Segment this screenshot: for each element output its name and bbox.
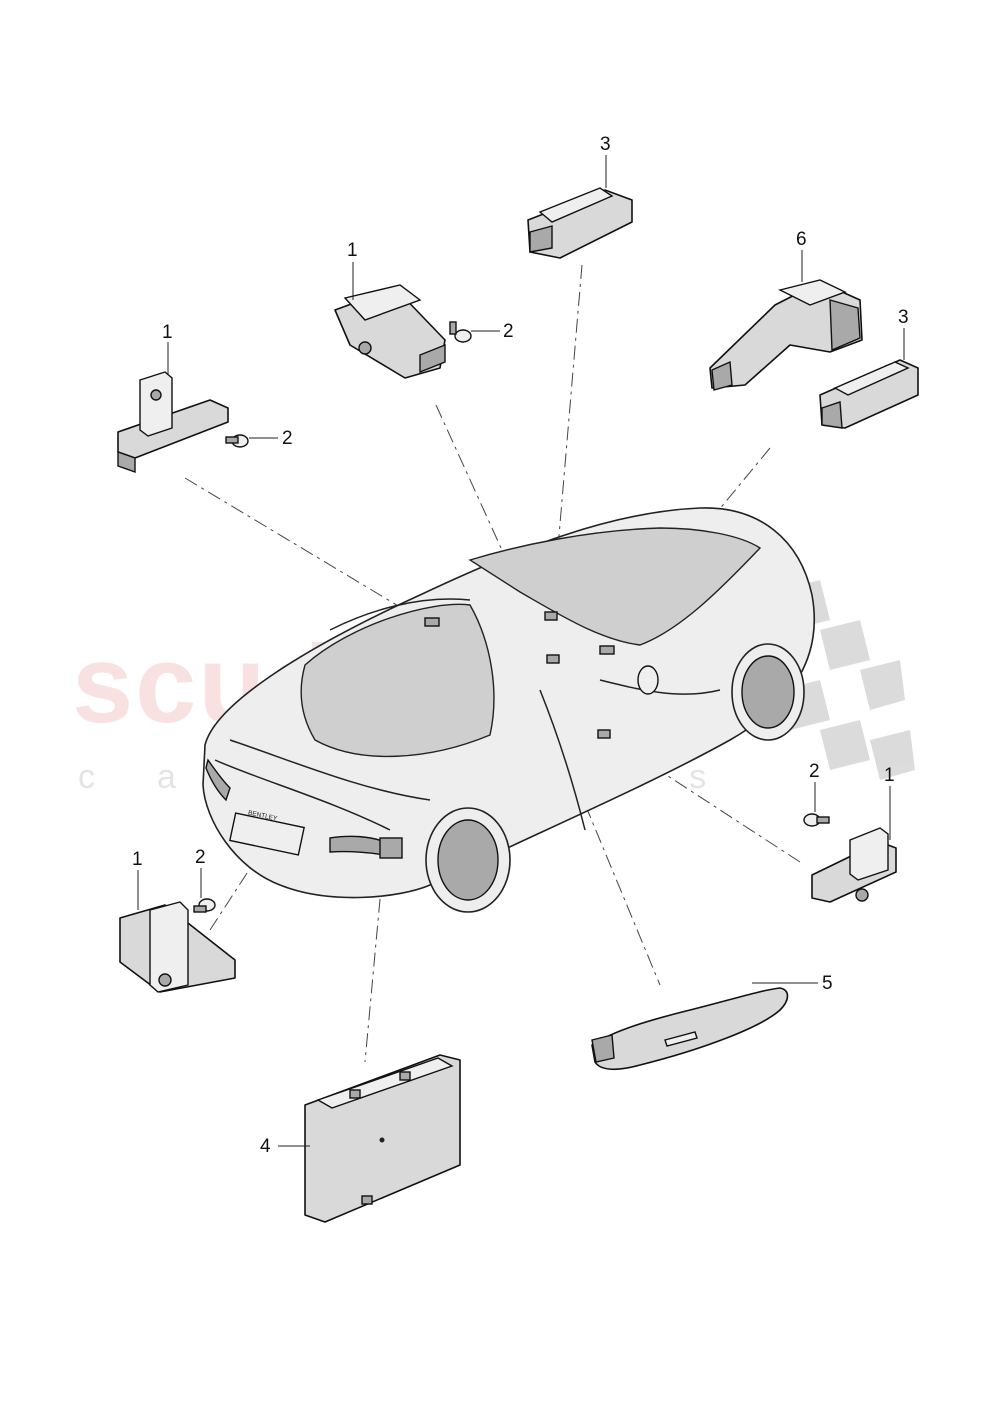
car-plate — [229, 812, 305, 856]
part-screw-top — [449, 321, 472, 343]
callout-2-left: 2 — [282, 428, 293, 449]
car-windshield — [468, 527, 762, 646]
part-screw-bottom-left — [193, 898, 216, 913]
part-bracket-large — [709, 279, 863, 391]
callout-3-top: 3 — [600, 134, 611, 155]
callout-leaders — [137, 155, 905, 1147]
callout-6-right: 6 — [796, 229, 807, 250]
car-sensor-dash — [599, 645, 615, 655]
part-antenna-bottom-left — [119, 901, 236, 993]
car-sensor-rear-bumper — [379, 837, 403, 859]
callout-2-right-mid: 2 — [809, 761, 820, 782]
car-sensor-roof-front — [544, 611, 558, 621]
part-antenna-left — [117, 371, 229, 473]
car-convertible: BENTLEY — [202, 507, 816, 913]
part-antenna-right — [819, 359, 919, 429]
callout-1-top: 1 — [347, 240, 358, 261]
part-antenna-top — [334, 284, 446, 379]
callout-1-left: 1 — [162, 322, 173, 343]
part-screw-left — [225, 434, 249, 448]
part-antenna-bracket-top — [527, 187, 633, 259]
callouts: 1 2 1 2 3 6 3 2 1 1 2 5 4 — [132, 134, 909, 1157]
part-control-module — [304, 1054, 461, 1223]
car-rear-light — [329, 835, 386, 856]
car-sensor-centre — [546, 654, 560, 664]
callout-1-right-mid: 1 — [884, 765, 895, 786]
callout-3-right: 3 — [898, 307, 909, 328]
car-mirror — [637, 665, 659, 695]
callout-2-bottom-left: 2 — [195, 847, 206, 868]
callout-4-module: 4 — [260, 1136, 271, 1157]
callout-2-top: 2 — [503, 321, 514, 342]
part-screw-right-mid — [803, 813, 830, 827]
callout-1-bottom-left: 1 — [132, 849, 143, 870]
part-antenna-right-mid — [811, 827, 897, 903]
part-door-handle — [591, 987, 789, 1071]
callout-5-handle: 5 — [822, 973, 833, 994]
car-sensor-door — [597, 729, 611, 739]
car-sensor-roof-rear — [424, 617, 440, 627]
car-rear-roof — [300, 603, 495, 758]
